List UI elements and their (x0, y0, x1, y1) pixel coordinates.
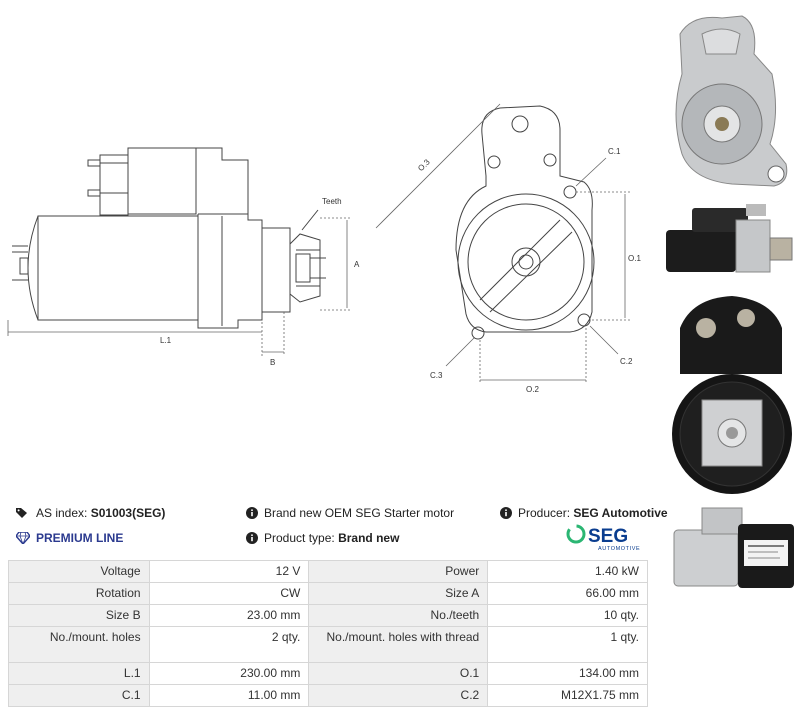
spec-label: C.1 (8, 684, 150, 707)
spec-value: 66.00 mm (487, 582, 648, 605)
premium-line-badge: PREMIUM LINE (16, 531, 123, 545)
spec-label: Power (308, 560, 489, 583)
product-photo-front (662, 4, 798, 194)
label-teeth: Teeth (322, 197, 342, 206)
spec-value: 11.00 mm (148, 684, 310, 707)
seg-automotive-logo: SEG AUTOMOTIVE (566, 524, 640, 552)
spec-value: 10 qty. (487, 604, 648, 627)
product-description: Brand new OEM SEG Starter motor (246, 506, 454, 520)
spec-label: No./mount. holes with thread (308, 626, 489, 663)
spec-label: Voltage (8, 560, 150, 583)
diamond-icon (16, 532, 30, 544)
spec-label: No./mount. holes (8, 626, 150, 663)
product-photo-label (662, 500, 798, 600)
spec-label: Size B (8, 604, 150, 627)
svg-text:SEG: SEG (588, 526, 628, 547)
label-c3: C.3 (430, 371, 443, 380)
tag-icon (16, 507, 30, 519)
spec-value: 134.00 mm (487, 662, 648, 685)
spec-value: 1.40 kW (487, 560, 648, 583)
label-l1: L.1 (160, 336, 172, 345)
product-photo-rear (662, 288, 798, 496)
spec-label: Size A (308, 582, 489, 605)
info-icon (246, 532, 258, 544)
label-o2: O.2 (526, 385, 539, 394)
label-a: A (354, 260, 360, 269)
as-index: AS index: S01003(SEG) (16, 506, 165, 520)
label-o1: O.1 (628, 254, 641, 263)
spec-value: 12 V (148, 560, 310, 583)
label-b: B (270, 358, 275, 367)
spec-value: CW (148, 582, 310, 605)
spec-value: M12X1.75 mm (487, 684, 648, 707)
spec-label: O.1 (308, 662, 489, 685)
label-o3: O.3 (416, 157, 432, 173)
starter-side-view (12, 147, 326, 329)
spec-label: C.2 (308, 684, 489, 707)
product-type: Product type: Brand new (246, 531, 399, 545)
spec-value: 2 qty. (148, 626, 310, 663)
spec-value: 1 qty. (487, 626, 648, 663)
spec-label: L.1 (8, 662, 150, 685)
spec-value: 230.00 mm (148, 662, 310, 685)
spec-label: No./teeth (308, 604, 489, 627)
producer: Producer: SEG Automotive (500, 506, 668, 520)
label-c2: C.2 (620, 357, 633, 366)
spec-label: Rotation (8, 582, 150, 605)
info-icon (500, 507, 512, 519)
info-icon (246, 507, 258, 519)
technical-drawing: Teeth A B L.1 O.3 C.1 O.1 C.2 C.3 O.2 (7, 103, 641, 394)
spec-value: 23.00 mm (148, 604, 310, 627)
svg-text:AUTOMOTIVE: AUTOMOTIVE (598, 546, 640, 552)
product-photo-side (662, 198, 798, 284)
starter-front-view (455, 105, 595, 340)
label-c1: C.1 (608, 147, 621, 156)
